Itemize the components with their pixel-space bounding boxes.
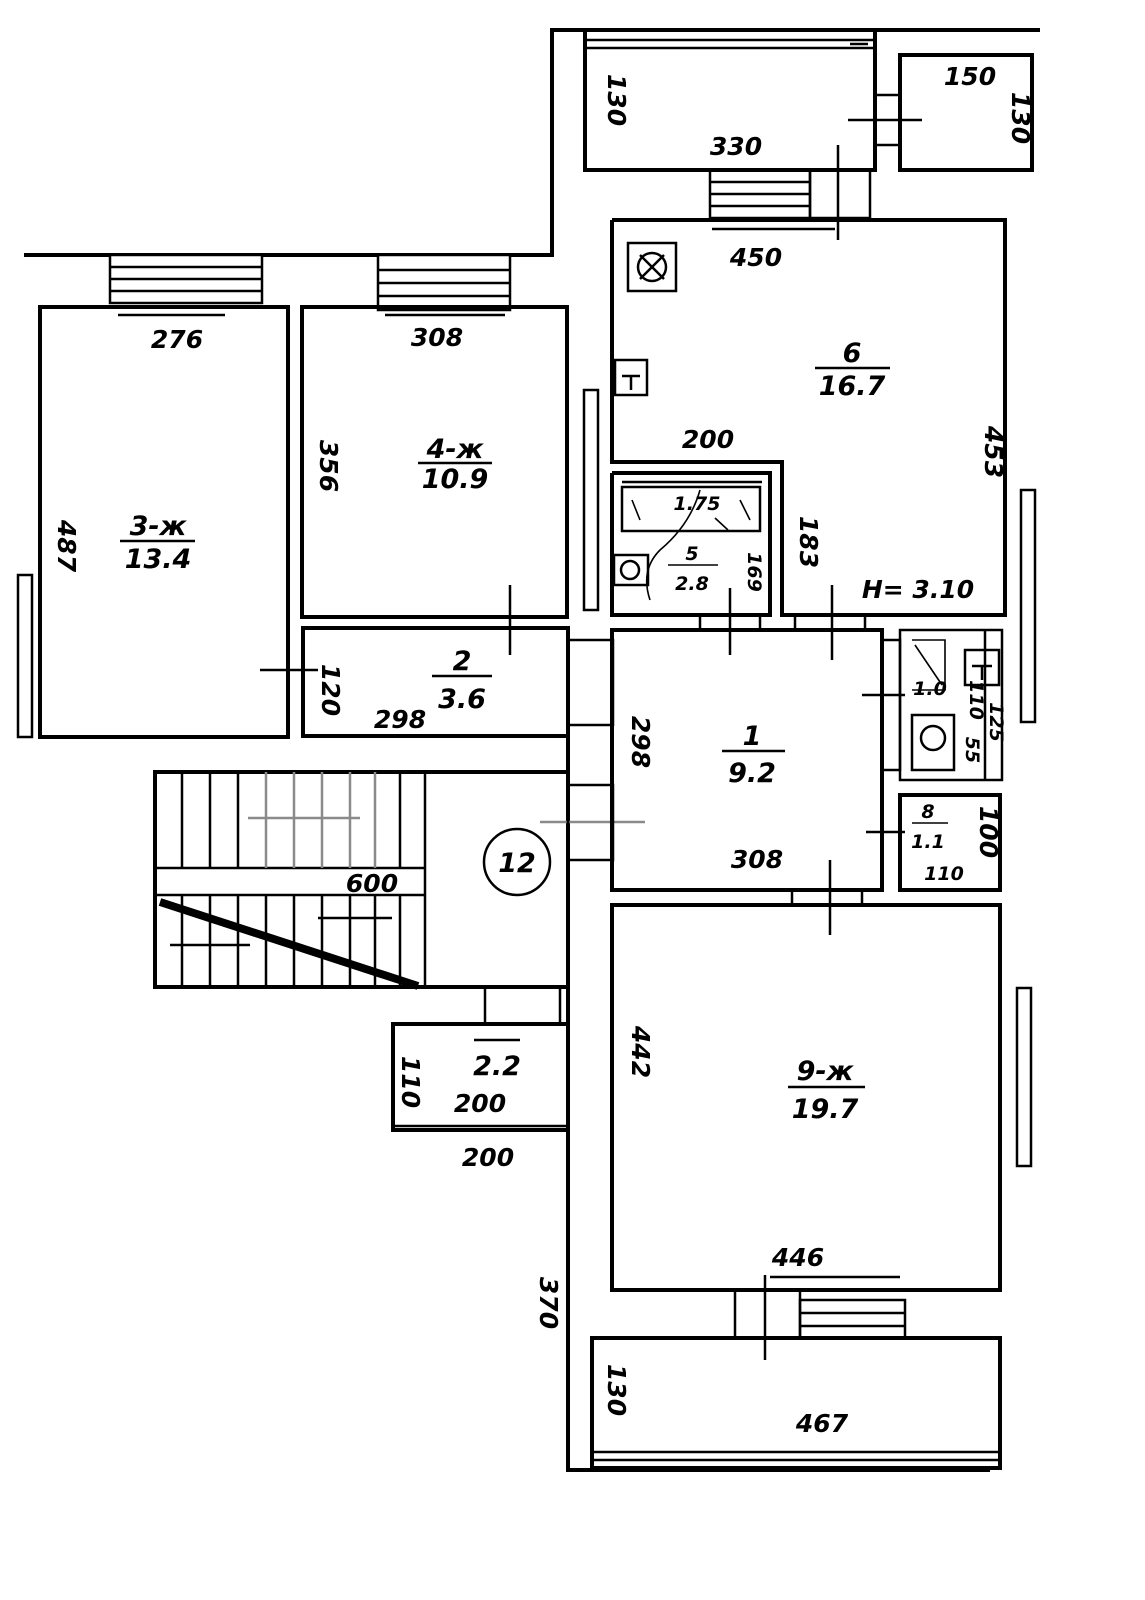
sink-icon [613,358,649,397]
room-1-number: 1 [743,721,762,752]
dim-r2-depth: 120 [316,664,345,716]
dim-ceiling-height: H= 3.10 [862,575,974,604]
bottom-balcony [590,1336,1002,1470]
dim-r3-width: 276 [151,325,203,354]
room-4 [300,305,600,655]
dim-r4-length: 356 [314,440,343,492]
dim-top-balcony-depth: 130 [602,74,631,126]
windows-top [108,253,512,312]
room-2 [301,626,615,738]
dim-r3-length: 487 [52,519,81,573]
dim-kitchen-width: 450 [729,243,782,272]
storage-area: 2.2 [473,1051,521,1082]
room-6 [610,218,1037,724]
dim-bottom-balcony-width: 467 [795,1409,849,1438]
top-small-room [898,53,1034,172]
stair-treads-upper [180,772,402,868]
room-4-number: 4-ж [426,434,485,465]
room-8-number: 8 [921,801,934,823]
dim-top-balcony-width: 330 [710,132,762,161]
dim-bath-tub: 1.75 [674,493,721,515]
stair-marker-circle [482,827,552,897]
room-5-number: 5 [685,543,698,565]
dim-wc-b: 125 [985,702,1007,742]
storage-room [391,985,570,1132]
room-4-area: 10.9 [422,464,489,495]
room-1-area: 9.2 [728,758,776,789]
wc-area: 1.0 [913,678,947,700]
stair-marker-label: 12 [498,848,536,879]
dim-top-small-w: 150 [944,62,996,91]
dim-storage-outer: 200 [462,1143,514,1172]
room-9 [610,903,1033,1360]
dim-r1-depth: 298 [626,716,655,768]
dim-r8-width: 110 [924,863,964,885]
room-6-number: 6 [843,338,862,369]
dim-r2-width: 298 [374,705,426,734]
room-2-area: 3.6 [438,684,486,715]
dim-bottom-balcony-depth: 130 [602,1364,631,1416]
dim-top-small-d: 130 [1006,92,1035,144]
dim-bath-height: 183 [794,516,823,568]
room-3-number: 3-ж [130,511,188,542]
dim-wc-c: 55 [961,737,983,763]
dim-r8-depth: 100 [974,806,1003,858]
room-labels: 3-ж 13.4 4-ж 10.9 6 16.7 5 2.8 2 3.6 1 9… [120,338,948,1125]
dim-r9-length: 442 [626,1025,655,1078]
dim-bath-cut: 200 [682,425,734,454]
wc-sink-icon [963,648,1001,687]
top-balcony [583,28,922,240]
washbasin-icon [612,553,650,587]
stair-treads-lower [170,895,402,987]
dim-wc-a: 110 [965,680,987,720]
dim-r9-width: 446 [771,1243,824,1272]
dim-r6-length: 453 [979,425,1008,478]
stove-icon [626,241,678,293]
room-3 [16,305,318,739]
room-5-area: 2.8 [675,573,709,595]
room-9-number: 9-ж [797,1056,855,1087]
wc-room [898,628,1004,782]
dim-r1-width: 308 [731,845,783,874]
room-8 [898,793,1002,892]
stair-cut-line [158,898,420,990]
dim-bottom-offset: 370 [534,1277,563,1329]
dim-storage-width: 200 [454,1089,506,1118]
exterior-walls [24,28,1040,1472]
room-5 [610,471,772,655]
dim-bath-depth: 169 [743,552,765,592]
dim-stair-width: 600 [346,869,398,898]
toilet-icon [910,713,956,772]
dim-r4-width: 308 [411,323,463,352]
staircase [153,770,645,990]
dimension-labels: 150 330 450 276 308 200 1.75 H= 3.10 298… [52,62,1035,1438]
room-3-area: 13.4 [125,544,192,575]
dim-storage-depth: 110 [396,1056,425,1108]
room-9-area: 19.7 [792,1094,859,1125]
room-8-area: 1.1 [911,831,945,853]
room-6-area: 16.7 [819,371,886,402]
room-2-number: 2 [453,646,472,677]
